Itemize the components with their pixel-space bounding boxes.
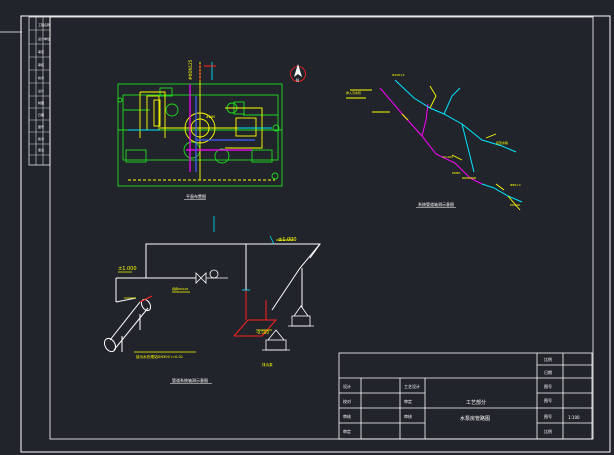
tb-rev-col-2: 日期 — [544, 369, 552, 375]
valve-icon[interactable] — [195, 269, 228, 284]
tb-row4-left: 审定 — [343, 428, 351, 434]
plan-dim-vertical: #ΦDN125 — [188, 59, 193, 80]
pump-icon[interactable] — [262, 305, 314, 351]
north-arrow-label: N — [296, 78, 299, 83]
iso-right-label-f: Φ89×4 — [510, 183, 521, 187]
iso-right-caption: 系统管道轴测示意图 — [418, 201, 454, 207]
tb-row4-mid: 审核 — [404, 413, 412, 419]
iso-bottom-level-right: ±1.000 — [278, 237, 297, 243]
sheet-border — [0, 15, 611, 453]
plan-caption: 平面布置图 — [186, 193, 206, 199]
iso-bottom-pump-caption: 排污泵 — [262, 362, 273, 367]
side-label-5: 设计 — [38, 88, 44, 93]
iso-bottom-caption: 管道系统轴测示意图 — [172, 377, 208, 383]
side-label-3: 审核 — [38, 62, 44, 67]
tb-drawing-name[interactable]: 水泵房管路图 — [460, 415, 490, 422]
iso-right-label-g: DN100 — [510, 203, 520, 207]
tb-project-name[interactable]: 工艺部分 — [466, 399, 486, 406]
tb-row3-mid: 审定 — [404, 398, 412, 404]
iso-right-label-e: DN80 — [452, 171, 460, 175]
iso-right-label-d: 接至水箱 — [496, 140, 508, 145]
tb-row1-right: 图号 — [544, 397, 552, 403]
side-label-2: 审定 — [38, 49, 44, 54]
iso-right-label-a: Φ108×4 — [392, 73, 405, 77]
plan-view[interactable]: #ΦDN125 #Φ80 平面布置图 — [117, 59, 283, 200]
side-label-10: 备注 — [38, 147, 44, 152]
tb-row2-left: 校对 — [343, 398, 351, 404]
iso-bottom-level-left: ±1.000 — [118, 266, 137, 272]
iso-right-view[interactable]: Φ108×4 排入污水管 ±0.000 接至水箱 DN80 Φ89×4 DN10… — [346, 73, 523, 211]
tb-rev-col-3: 图号 — [544, 383, 552, 389]
side-label-4: 校对 — [38, 75, 44, 80]
tb-scale-label: 比例 — [544, 428, 552, 434]
iso-bottom-valve-note: 闸阀DN100 — [172, 286, 188, 291]
north-arrow-icon: N — [290, 64, 306, 83]
iso-right-label-b: 排入污水管 — [346, 90, 361, 95]
side-strip: 工程名称 设计单位 审定 审核 校对 设计 制图 日期 图号 版次 备注 — [28, 16, 51, 166]
side-label-1: 设计单位 — [38, 36, 50, 41]
tb-row3-left: 审核 — [343, 413, 351, 419]
tb-row1-mid: 工艺设计 — [404, 383, 420, 389]
tb-rev-col-1: 比例 — [544, 356, 552, 362]
side-label-6: 制图 — [38, 100, 44, 105]
tb-row1-left: 设计 — [343, 383, 351, 389]
side-label-9: 版次 — [38, 136, 44, 141]
tb-sheet-label: 图号 — [544, 413, 552, 419]
side-label-7: 日期 — [38, 112, 44, 117]
plan-tag: #Φ80 — [206, 115, 215, 119]
iso-bottom-view[interactable]: ±1.000 ±1.000 -0.500 接污水处理站DN300 i=0.01 … — [102, 216, 321, 384]
tb-row2-right: 1:100 — [568, 415, 580, 420]
iso-bottom-level-low: -0.500 — [256, 330, 269, 335]
side-label-0: 工程名称 — [38, 22, 50, 27]
title-block[interactable]: 比例 日期 图号 设计 工艺设计 图号 校对 1:100 审核 审定 审定 审核… — [338, 352, 593, 440]
iso-right-label-c: ±0.000 — [442, 155, 453, 159]
side-label-8: 图号 — [38, 124, 44, 129]
iso-bottom-pipe-note: 接污水处理站DN300 i=0.01 — [136, 354, 183, 359]
